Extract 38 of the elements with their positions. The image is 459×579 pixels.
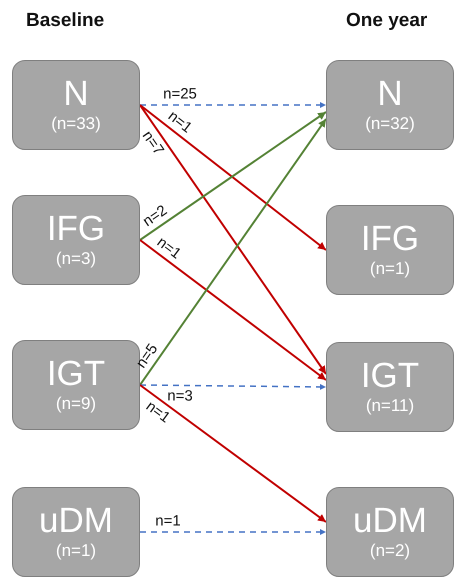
edge-label: n=5: [134, 341, 160, 370]
category-box: [326, 487, 454, 577]
count-label: (n=9): [56, 393, 96, 416]
count-label: (n=11): [366, 395, 414, 418]
category-name: N: [63, 74, 89, 114]
edge-label: n=25: [163, 86, 197, 102]
count-label: (n=33): [51, 113, 101, 136]
category-box: [326, 342, 454, 432]
column-heading: Baseline: [26, 10, 104, 32]
arrow: [140, 529, 326, 535]
category-name: IGT: [46, 354, 106, 394]
category-box: [12, 60, 140, 150]
category-box: [326, 205, 454, 295]
arrow: [139, 384, 327, 523]
category-box: [12, 195, 140, 285]
arrow: [140, 102, 326, 108]
category-name: uDM: [353, 502, 427, 540]
edge-label: n=7: [139, 128, 166, 158]
count-label: (n=32): [365, 113, 415, 136]
category-name: N: [377, 74, 403, 114]
count-label: (n=1): [56, 540, 96, 562]
category-box: [12, 487, 140, 577]
edge-label: n=2: [140, 202, 170, 230]
edge-label: n=1: [165, 108, 195, 136]
category-name: IGT: [360, 356, 420, 396]
category-box: [326, 60, 454, 150]
count-label: (n=2): [370, 540, 410, 562]
count-label: (n=3): [56, 248, 96, 270]
edge-label: n=1: [155, 514, 181, 528]
edge-label: n=3: [167, 388, 193, 404]
arrow: [140, 384, 326, 390]
edge-label: n=1: [154, 234, 184, 262]
category-name: IFG: [46, 210, 106, 248]
arrow: [139, 239, 327, 381]
category-name: IFG: [360, 220, 420, 258]
category-name: uDM: [39, 502, 113, 540]
count-label: (n=1): [370, 258, 410, 280]
column-heading: One year: [346, 10, 428, 32]
